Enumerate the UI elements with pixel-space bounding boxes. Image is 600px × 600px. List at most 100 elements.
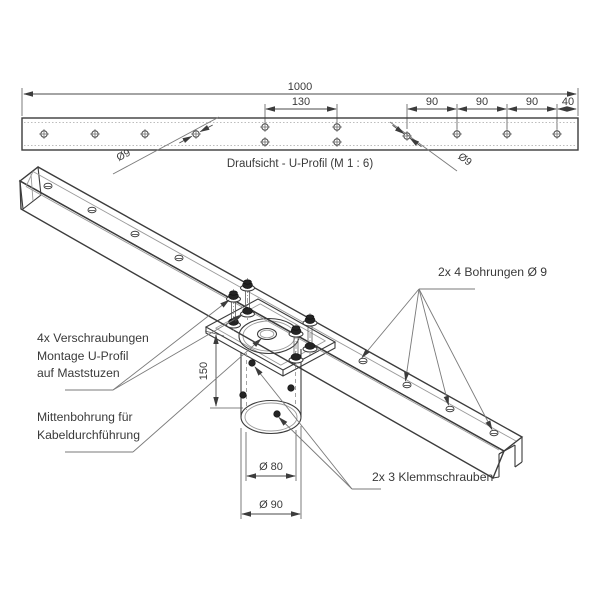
leader-line xyxy=(404,288,420,382)
dim-90-label: 90 xyxy=(526,96,538,108)
dim-center-label: 130 xyxy=(292,96,310,108)
bolt-assembly xyxy=(302,313,318,355)
dim-90-label: 90 xyxy=(476,96,488,108)
bolt-assembly xyxy=(240,278,255,320)
drill-holes xyxy=(39,122,562,147)
leader-line xyxy=(418,288,449,406)
drill-hole xyxy=(90,129,100,139)
dia-arrow xyxy=(409,137,422,148)
mast-bottom-rim xyxy=(240,399,302,435)
label-line: 4x Verschraubungen xyxy=(37,331,149,345)
end-web-underside xyxy=(498,444,516,455)
bolt-assembly xyxy=(226,289,241,331)
dimension-d80: Ø 80 xyxy=(245,430,297,481)
label-bohrungen: 2x 4 Bohrungen Ø 9 xyxy=(361,265,547,431)
leader-line xyxy=(418,288,493,431)
label-verschraubungen: 4x Verschraubungen Montage U-Profil auf … xyxy=(37,299,243,391)
clamp-screw xyxy=(287,384,295,392)
extension-line xyxy=(204,330,225,337)
beam-hole xyxy=(130,230,140,238)
bolt-head-top xyxy=(229,290,238,296)
bolt-head-top xyxy=(291,325,301,331)
end-leg-bottom xyxy=(514,461,523,468)
dia-arrow xyxy=(392,124,405,135)
bolt-assembly xyxy=(288,324,304,366)
beam-holes xyxy=(43,182,499,437)
leader-line xyxy=(254,366,353,490)
drill-hole xyxy=(140,129,150,139)
mounting-hole xyxy=(260,122,270,132)
drill-hole xyxy=(452,129,462,139)
beam-fold-connector xyxy=(25,171,34,187)
beam-hole xyxy=(489,429,499,437)
nut xyxy=(304,342,316,350)
leader-line xyxy=(132,338,262,453)
end-leg-bottom xyxy=(492,476,500,479)
clamp-screw xyxy=(248,359,256,367)
dimension-90-40-chain: 90 90 90 40 xyxy=(406,96,577,129)
label-line: 2x 4 Bohrungen Ø 9 xyxy=(438,265,547,279)
u-profile-beam xyxy=(18,165,524,480)
top-view-caption: Draufsicht - U-Profil (M 1 : 6) xyxy=(227,158,373,170)
beam-top-face xyxy=(18,166,524,452)
clamp-screw xyxy=(239,391,247,399)
dim-d90-label: Ø 90 xyxy=(259,499,283,511)
dimension-1000: 1000 xyxy=(21,81,579,116)
beam-hole xyxy=(43,182,53,190)
dim-height-label: 150 xyxy=(198,362,210,380)
top-view: 1000 130 90 90 90 40 xyxy=(21,81,579,175)
mounting-plate xyxy=(204,298,337,377)
dim-d80-label: Ø 80 xyxy=(259,461,283,473)
mast-bottom-rim-inner xyxy=(244,402,298,432)
label-klemmschrauben: 2x 3 Klemmschrauben xyxy=(254,366,493,490)
dim-40-label: 40 xyxy=(562,96,574,108)
mounting-hole xyxy=(332,122,342,132)
mounting-hole xyxy=(332,137,342,147)
dim-90-label: 90 xyxy=(426,96,438,108)
dia-arrow xyxy=(199,124,213,133)
dia9-callout-right: Ø9 xyxy=(389,121,475,172)
dia-label: Ø9 xyxy=(456,151,475,169)
dia-label: Ø9 xyxy=(115,147,133,164)
beam-hole xyxy=(445,405,455,413)
dimension-130: 130 xyxy=(264,96,338,122)
beam-fold-line xyxy=(25,186,500,451)
bolt-head-top xyxy=(305,314,315,320)
dimension-150: 150 xyxy=(198,330,243,409)
dim-total-label: 1000 xyxy=(288,81,312,93)
label-mittenbohrung: Mittenbohrung für Kabeldurchführung xyxy=(37,338,262,453)
leader-line xyxy=(389,121,458,172)
leader-line xyxy=(112,314,243,391)
beam-fold-line xyxy=(32,171,517,442)
bolt-assemblies xyxy=(226,278,318,366)
drill-hole xyxy=(502,129,512,139)
collar-inner-ring xyxy=(242,320,296,352)
beam-hole xyxy=(358,357,368,365)
nut xyxy=(290,353,302,361)
drill-hole xyxy=(191,129,201,139)
beam-hole xyxy=(402,381,412,389)
clamp-screw xyxy=(273,410,281,418)
beam-hole xyxy=(174,254,184,262)
center-cable-hole-inner xyxy=(259,329,275,339)
dia9-callout-left: Ø9 xyxy=(112,116,220,175)
beam-left-end xyxy=(19,165,42,211)
leader-line xyxy=(112,299,230,391)
label-line: Montage U-Profil xyxy=(37,349,128,363)
iso-view: 150 Ø 80 Ø 90 4x Verschraubungen Montage… xyxy=(18,165,547,519)
label-line: Kabeldurchführung xyxy=(37,428,140,442)
u-profile-bar xyxy=(21,117,579,151)
beam-hole xyxy=(87,206,97,214)
mounting-hole xyxy=(260,137,270,147)
nut xyxy=(242,307,253,315)
leader-line xyxy=(278,416,353,490)
leader-line xyxy=(361,288,420,359)
beam-right-end xyxy=(492,437,523,479)
dimension-d90: Ø 90 xyxy=(240,426,302,519)
beam-left-end-inner xyxy=(30,173,34,202)
drill-hole xyxy=(39,129,49,139)
drill-hole xyxy=(552,129,562,139)
center-cable-hole xyxy=(256,327,278,341)
drill-hole xyxy=(402,131,412,141)
